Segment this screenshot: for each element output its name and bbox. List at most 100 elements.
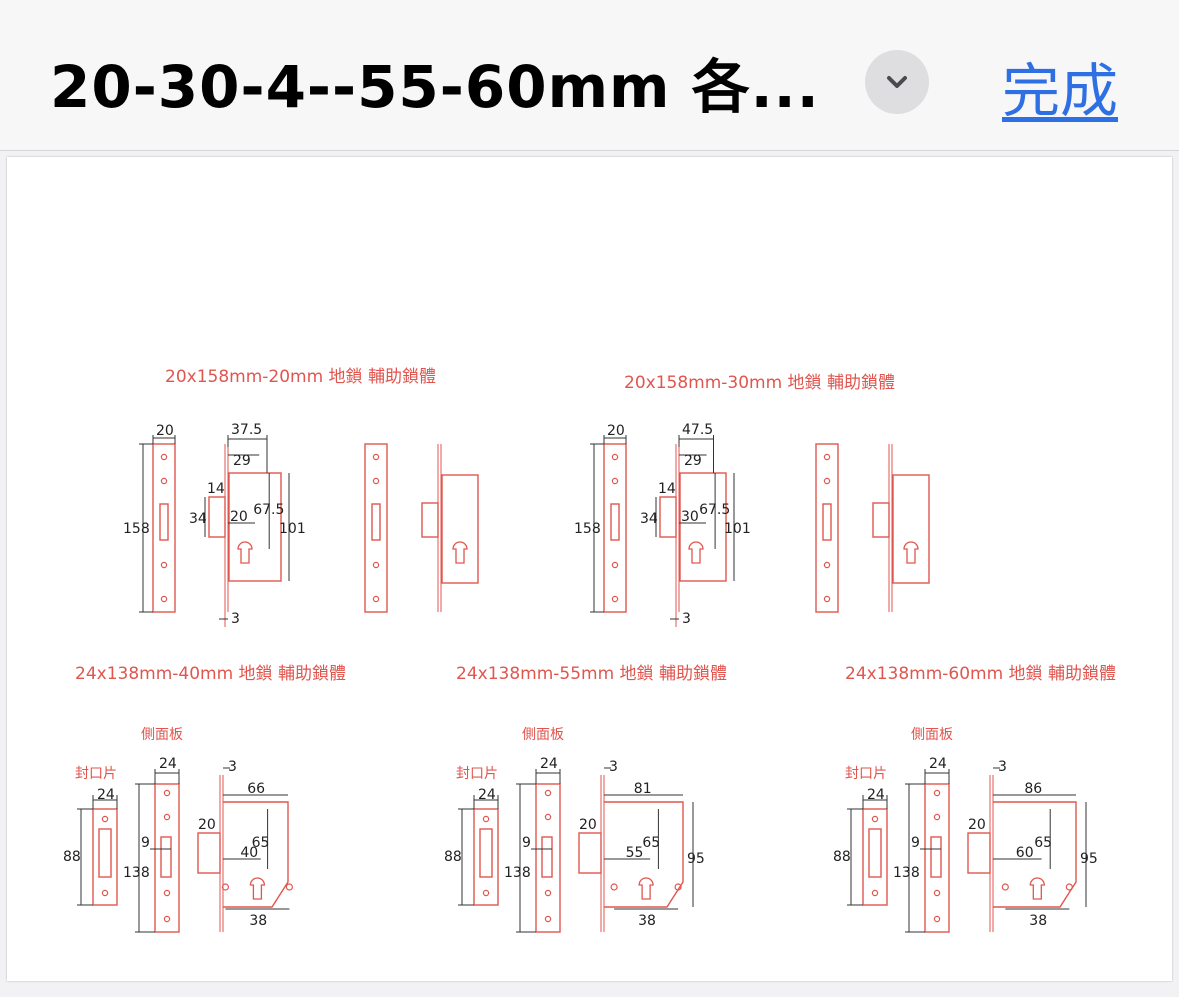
cover-plate bbox=[862, 808, 888, 906]
cover-plate-slot bbox=[479, 828, 493, 878]
screw-hole bbox=[1001, 883, 1009, 891]
faceplate-slot bbox=[159, 503, 169, 541]
deadbolt bbox=[578, 832, 602, 874]
dim-faceplate-height: 158 bbox=[123, 521, 150, 537]
screw-hole bbox=[101, 889, 109, 897]
dim-faceplate-width: 20 bbox=[607, 423, 625, 439]
screw-hole bbox=[544, 915, 552, 923]
dim-thickness: 3 bbox=[609, 759, 618, 775]
dim-backset: 40 bbox=[240, 845, 258, 861]
side-panel-label: 側面板 bbox=[522, 727, 564, 743]
dim-deadbolt: 20 bbox=[579, 817, 597, 833]
lock-case-outline bbox=[993, 801, 1077, 908]
dim-panel-width: 24 bbox=[159, 756, 177, 772]
screw-hole bbox=[160, 453, 168, 461]
title-30mm: 20x158mm-30mm 地鎖 輔助鎖體 bbox=[624, 373, 895, 393]
faceplate-plain-slot bbox=[371, 503, 381, 541]
dim-ninety-five: 95 bbox=[1080, 851, 1098, 867]
document-title: 20-30-4--55-60mm 各... bbox=[50, 53, 820, 121]
dim-thickness: 3 bbox=[231, 611, 240, 627]
screw-hole bbox=[611, 477, 619, 485]
dim-panel-height: 138 bbox=[123, 865, 150, 881]
title-55mm: 24x138mm-55mm 地鎖 輔助鎖體 bbox=[456, 664, 727, 684]
dim-panel-height: 138 bbox=[893, 865, 920, 881]
side-panel bbox=[924, 783, 950, 933]
cover-plate bbox=[473, 808, 499, 906]
dim-sixty-five: 65 bbox=[1034, 835, 1052, 851]
dim-cover-width: 24 bbox=[478, 787, 496, 803]
title-40mm: 24x138mm-40mm 地鎖 輔助鎖體 bbox=[75, 664, 346, 684]
side-panel-slot bbox=[930, 836, 942, 878]
lock-case-outline bbox=[604, 801, 684, 908]
dim-cover-height: 88 bbox=[444, 849, 462, 865]
dim-sixty-five: 65 bbox=[642, 835, 660, 851]
screw-hole bbox=[482, 889, 490, 897]
cover-plate-slot bbox=[868, 828, 882, 878]
dim-thirty-eight: 38 bbox=[638, 913, 656, 929]
document-page: 20x158mm-20mm 地鎖 輔助鎖體 20x158mm-30mm 地鎖 輔助… bbox=[7, 157, 1172, 981]
faceplate-plain bbox=[815, 443, 839, 613]
dim-cover-height: 88 bbox=[63, 849, 81, 865]
cover-plate-label: 封口片 bbox=[845, 766, 887, 782]
screw-hole bbox=[933, 813, 941, 821]
dim-faceplate-width: 20 bbox=[156, 423, 174, 439]
screw-hole bbox=[611, 453, 619, 461]
dim-cover-width: 24 bbox=[867, 787, 885, 803]
title-20mm: 20x158mm-20mm 地鎖 輔助鎖體 bbox=[165, 367, 436, 387]
deadbolt bbox=[197, 832, 221, 874]
dim-backset-a: 37.5 bbox=[231, 422, 262, 438]
cover-plate-slot bbox=[98, 828, 112, 878]
lock-case bbox=[679, 472, 727, 582]
side-panel-label: 側面板 bbox=[911, 727, 953, 743]
dim-e: 20 bbox=[230, 509, 248, 525]
title-dropdown-button[interactable] bbox=[865, 50, 929, 114]
screw-hole bbox=[871, 889, 879, 897]
dim-backset: 55 bbox=[626, 845, 644, 861]
screw-hole bbox=[544, 813, 552, 821]
latch-bolt bbox=[659, 496, 677, 538]
dim-g: 101 bbox=[279, 521, 306, 537]
faceplate-slot bbox=[610, 503, 620, 541]
dim-thickness: 3 bbox=[998, 759, 1007, 775]
keyhole-plain bbox=[452, 541, 468, 564]
screw-hole bbox=[823, 453, 831, 461]
screw-hole bbox=[933, 915, 941, 923]
dim-nine: 9 bbox=[911, 835, 920, 851]
keyhole-bottom bbox=[638, 877, 654, 900]
dim-body-width: 81 bbox=[634, 781, 652, 797]
navigation-bar: 20-30-4--55-60mm 各... 完成 bbox=[0, 0, 1179, 151]
screw-hole bbox=[160, 561, 168, 569]
dim-ninety-five: 95 bbox=[687, 851, 705, 867]
dim-b: 29 bbox=[233, 453, 251, 469]
screw-hole bbox=[482, 815, 490, 823]
screw-hole bbox=[823, 561, 831, 569]
done-button[interactable]: 完成 bbox=[1002, 57, 1119, 125]
dim-body-width: 66 bbox=[247, 781, 265, 797]
keyhole-side bbox=[688, 541, 704, 564]
screw-hole bbox=[372, 477, 380, 485]
screw-hole bbox=[163, 915, 171, 923]
dim-cover-width: 24 bbox=[97, 787, 115, 803]
faceplate-plain-slot bbox=[822, 503, 832, 541]
dim-f: 67.5 bbox=[699, 502, 730, 518]
screw-hole bbox=[163, 813, 171, 821]
screw-hole bbox=[372, 561, 380, 569]
lock-case bbox=[228, 472, 282, 582]
dim-thickness: 3 bbox=[682, 611, 691, 627]
dim-deadbolt: 20 bbox=[198, 817, 216, 833]
side-panel-label: 側面板 bbox=[141, 727, 183, 743]
screw-hole bbox=[160, 595, 168, 603]
deadbolt bbox=[967, 832, 991, 874]
dim-panel-height: 138 bbox=[504, 865, 531, 881]
screw-hole bbox=[933, 789, 941, 797]
screw-hole bbox=[285, 883, 293, 891]
latch-bolt-plain bbox=[421, 502, 439, 538]
dim-cover-height: 88 bbox=[833, 849, 851, 865]
screw-hole bbox=[372, 453, 380, 461]
dim-thirty-eight: 38 bbox=[249, 913, 267, 929]
cover-plate-label: 封口片 bbox=[75, 766, 117, 782]
dim-nine: 9 bbox=[522, 835, 531, 851]
screw-hole bbox=[823, 595, 831, 603]
screw-hole bbox=[160, 477, 168, 485]
screw-hole bbox=[933, 889, 941, 897]
